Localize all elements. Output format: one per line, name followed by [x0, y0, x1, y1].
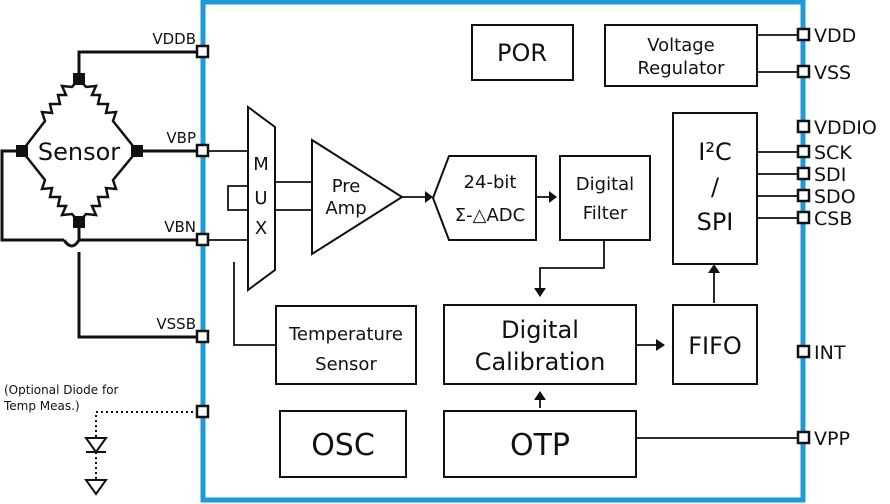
mux-block [247, 105, 276, 292]
pin-label-vdd: VDD [814, 25, 856, 47]
adc-label-1: 24-bit [464, 172, 517, 193]
diode-note-line1: (Optional Diode for [4, 383, 119, 397]
arrowheads [425, 191, 720, 400]
spi-label: SPI [697, 208, 734, 236]
por-label: POR [497, 39, 547, 67]
voltage-regulator-label-1: Voltage [647, 35, 715, 56]
mux-label-x: X [255, 218, 267, 239]
digital-calibration-label-1: Digital [501, 316, 579, 344]
digital-filter-label-2: Filter [583, 203, 628, 224]
pin-label-csb: CSB [814, 208, 852, 230]
adc-label-2: Σ-△ADC [455, 205, 525, 226]
pin-label-int: INT [814, 342, 846, 364]
adc-block [431, 155, 537, 241]
mux-label-m: M [253, 154, 269, 175]
pin-label-sck: SCK [814, 142, 852, 164]
internal-wiring [208, 34, 803, 439]
otp-block [443, 410, 637, 478]
i2c-spi-block [672, 112, 758, 265]
pin-label-vbn: VBN [164, 218, 196, 236]
voltage-regulator-block [604, 24, 758, 87]
optional-diode [84, 411, 203, 496]
right-pin-pads [796, 27, 811, 445]
bridge-sensor [21, 78, 138, 223]
pre-amp-label-1: Pre [332, 176, 361, 197]
pin-label-vddio: VDDIO [814, 117, 877, 139]
otp-label: OTP [510, 428, 570, 463]
temperature-sensor-label-2: Sensor [315, 354, 377, 375]
pin-label-sdo: SDO [814, 186, 856, 208]
pin-label-vssb: VSSB [156, 315, 196, 333]
osc-label: OSC [311, 428, 375, 463]
diode-note-line2: Temp Meas.) [3, 399, 80, 413]
digital-filter-block [559, 155, 651, 241]
left-pin-pads [195, 44, 210, 419]
fifo-label: FIFO [688, 332, 742, 360]
pin-label-sdi: SDI [814, 164, 846, 186]
pin-label-vddb: VDDB [152, 30, 196, 48]
bridge-wiring [0, 50, 203, 339]
temperature-sensor-label-1: Temperature [288, 324, 403, 345]
i2c-label: I²C [698, 138, 731, 166]
digital-calibration-block [443, 304, 637, 385]
pin-label-vpp: VPP [814, 428, 850, 450]
mux-label-u: U [254, 188, 267, 209]
temperature-sensor-block [275, 305, 417, 385]
chip-outline [200, 0, 806, 503]
pin-label-vss: VSS [814, 62, 851, 84]
digital-filter-label-1: Digital [576, 174, 634, 195]
bridge-nodes [16, 73, 143, 228]
voltage-regulator-label-2: Regulator [637, 58, 725, 79]
digital-calibration-label-2: Calibration [475, 348, 606, 376]
osc-block [279, 410, 407, 478]
pre-amp-block [311, 138, 404, 256]
i2c-slash-label: / [711, 173, 720, 201]
por-block [471, 24, 574, 81]
fifo-block [672, 304, 758, 385]
sensor-label: Sensor [38, 138, 120, 166]
pin-label-vbp: VBP [166, 129, 196, 147]
pre-amp-label-2: Amp [325, 198, 366, 219]
